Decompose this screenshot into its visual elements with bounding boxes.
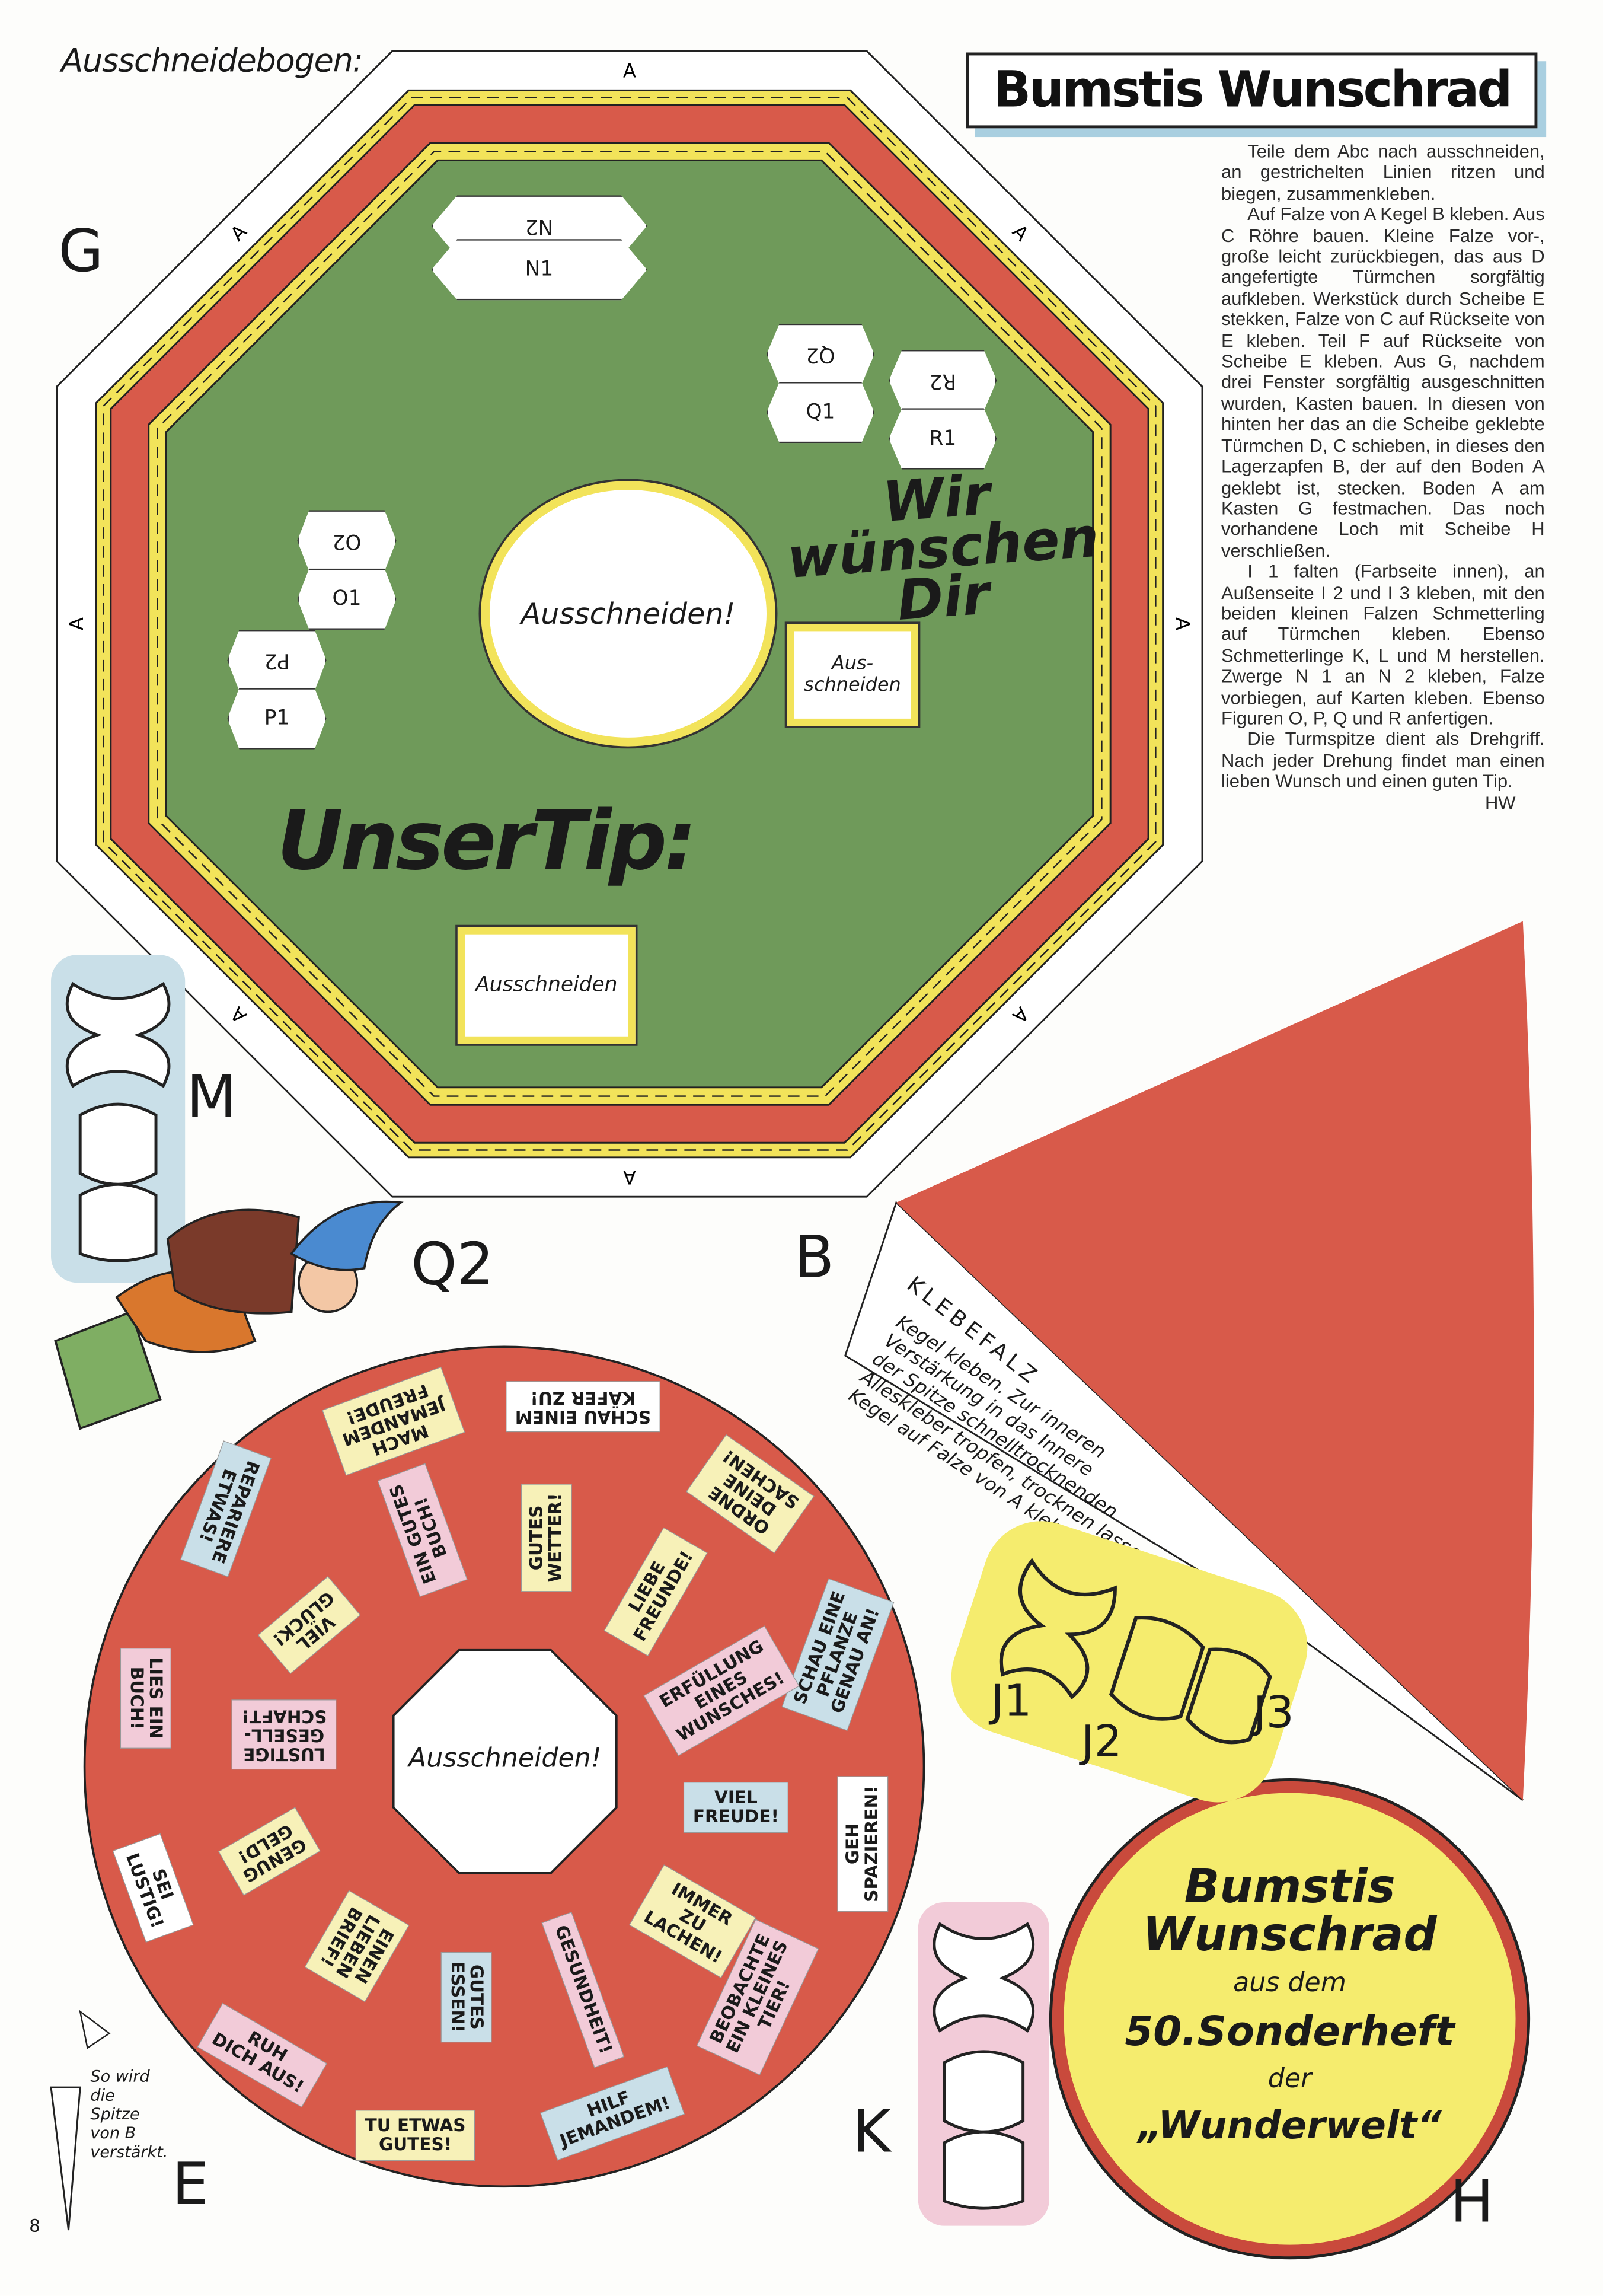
- butterfly-k-icon: [933, 1922, 1035, 2210]
- part-label-g: G: [58, 218, 104, 286]
- instructions-paragraph: Auf Falze von A Kegel B kleben. Aus C Rö…: [1221, 204, 1545, 561]
- butterfly-j-icon: [999, 1558, 1272, 1745]
- disc-line: Wunschrad: [1142, 1906, 1437, 1962]
- butterfly-j-panel: [936, 1506, 1323, 1818]
- small-window: Aus-schneiden: [787, 624, 918, 726]
- butterfly-m-panel: [51, 955, 186, 1283]
- flap-label: A: [623, 59, 636, 82]
- part-label-j1: J1: [991, 1676, 1032, 1727]
- part-label-k: K: [852, 2099, 891, 2166]
- part-label-q2: Q2: [411, 1232, 494, 1299]
- tip-heading: UnserTip:: [277, 794, 697, 889]
- disc-h: Bumstis Wunschrad aus dem 50.Sonderheft …: [1052, 1781, 1528, 2257]
- disc-h-text: Bumstis Wunschrad aus dem 50.Sonderheft …: [1064, 1858, 1515, 2152]
- fold-line: [103, 97, 1157, 1151]
- figure-o1: O1: [297, 568, 397, 630]
- wheel-hole: [392, 1648, 618, 1874]
- instructions-paragraph: Die Turmspitze dient als Drehgriff. Nach…: [1221, 729, 1545, 792]
- wish-card: VIEL FREUDE!: [684, 1782, 788, 1832]
- page-number: 8: [29, 2215, 40, 2236]
- tip-window: Ausschneiden: [457, 927, 636, 1044]
- disc-line: 50.Sonderheft: [1125, 2007, 1455, 2056]
- fold-line: [157, 151, 1103, 1097]
- figure-n1: N1: [431, 239, 647, 301]
- part-label-e: E: [172, 2151, 209, 2219]
- wish-card: TU ETWAS GUTES!: [356, 2110, 475, 2161]
- part-label-j3: J3: [1253, 1688, 1294, 1739]
- part-label-h: H: [1449, 2169, 1494, 2236]
- disc-line: Bumstis: [1184, 1858, 1396, 1914]
- signature: HW: [1484, 792, 1516, 813]
- disc-line: der: [1267, 2064, 1312, 2095]
- flap-label: A: [65, 617, 88, 630]
- butterfly-m-icon: [65, 981, 171, 1262]
- instructions-text: Teile dem Abc nach ausschneiden, an gest…: [1221, 141, 1545, 813]
- wheel-center-label: Ausschneiden!: [408, 1743, 602, 1774]
- flap-label: A: [623, 1166, 636, 1188]
- title-box: Bumstis Wunschrad: [966, 52, 1538, 129]
- butterfly-k-panel: [918, 1902, 1049, 2226]
- part-label-b: B: [794, 1224, 835, 1292]
- cone-shape: [896, 921, 1534, 1800]
- instructions-paragraph: Teile dem Abc nach ausschneiden, an gest…: [1221, 141, 1545, 204]
- figure-p1: P1: [227, 688, 327, 750]
- kicker: Ausschneidebogen:: [61, 43, 363, 81]
- flap-label: A: [1171, 617, 1194, 630]
- tip-note: So wird die Spitze von B verstärkt.: [90, 2067, 168, 2162]
- disc-line: „Wunderwelt“: [1138, 2104, 1442, 2149]
- part-label-j2: J2: [1081, 1717, 1122, 1768]
- instructions-paragraph: I 1 falten (Farbseite innen), an Außense…: [1221, 561, 1545, 729]
- figure-q1: Q1: [767, 382, 874, 444]
- page-title: Bumstis Wunschrad: [993, 61, 1512, 120]
- figure-r1: R1: [889, 408, 997, 470]
- disc-line: aus dem: [1233, 1967, 1346, 1999]
- part-label-m: M: [186, 1064, 237, 1131]
